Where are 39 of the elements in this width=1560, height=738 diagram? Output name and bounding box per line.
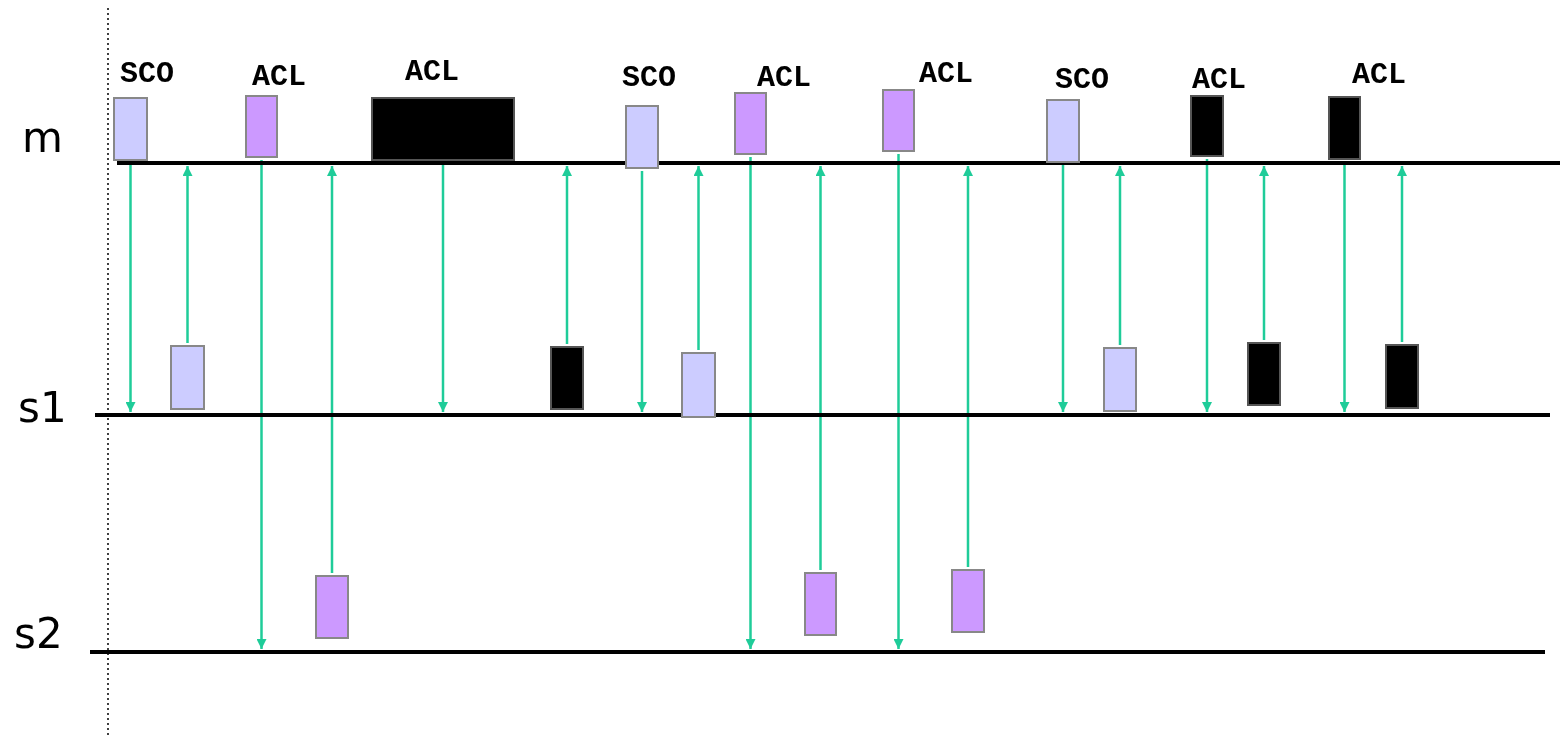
arrow [125,163,136,412]
time-slot [1247,342,1281,406]
arrow [1397,166,1407,342]
timeline-label: s2 [14,610,63,658]
slot-type-label: ACL [757,63,811,93]
time-slot [1385,344,1419,409]
slot-type-label: ACL [1352,60,1406,90]
slot-type-label: ACL [252,62,306,92]
arrow [256,160,267,649]
time-slot [550,346,584,410]
slot-type-label: SCO [120,59,174,89]
time-slot [315,575,349,639]
timeline-label: s1 [18,384,67,432]
arrow [1339,162,1350,412]
time-slot [1103,347,1137,412]
arrow [815,166,826,570]
arrow [893,154,904,649]
arrow [562,166,572,344]
arrow [1202,159,1212,412]
arrow [963,166,973,567]
time-slot [804,572,837,636]
arrow [1259,166,1269,340]
arrow [1058,165,1068,412]
arrow [1115,166,1125,345]
timeline-label: m [22,114,63,162]
arrow [327,166,337,573]
time-slot [170,345,205,410]
time-slot [951,569,985,633]
slot-type-label: ACL [1192,65,1246,95]
slot-type-label: SCO [622,63,676,93]
arrow [693,166,704,350]
arrow [637,171,647,412]
slot-type-label: ACL [405,57,459,87]
arrow [745,157,756,649]
arrow [438,163,448,412]
slot-type-label: SCO [1055,65,1109,95]
time-slot [681,352,716,418]
slot-type-label: ACL [919,59,973,89]
arrow [182,166,193,343]
